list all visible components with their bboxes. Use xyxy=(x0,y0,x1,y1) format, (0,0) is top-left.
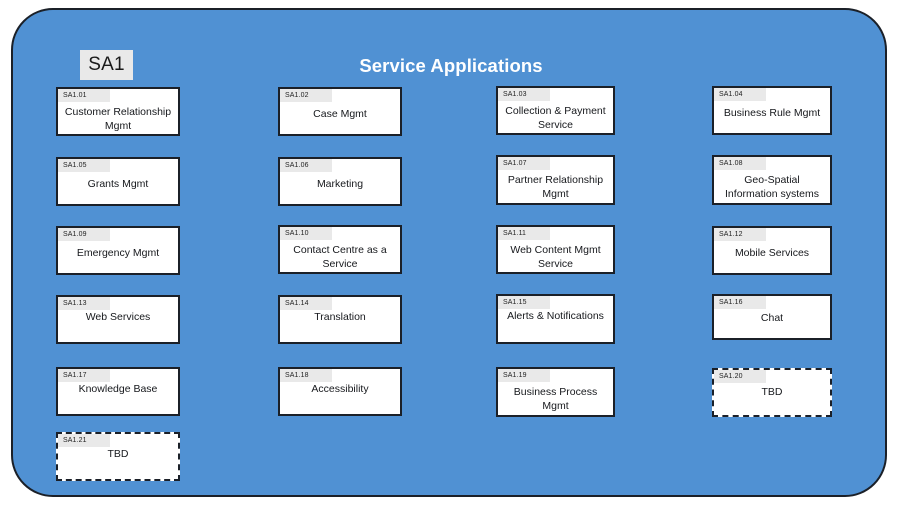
capability-card-tag: SA1.17 xyxy=(58,369,110,382)
capability-card-label: Emergency Mgmt xyxy=(76,247,160,259)
capability-card-tag: SA1.04 xyxy=(714,88,766,101)
capability-card-label: TBD xyxy=(761,386,783,398)
capability-card-tag: SA1.03 xyxy=(498,88,550,101)
capability-card-label: Knowledge Base xyxy=(78,383,158,395)
capability-card-label: Business Process Mgmt xyxy=(513,386,598,412)
sa1-group-chip: SA1 xyxy=(80,50,133,80)
capability-card-label: Partner Relationship Mgmt xyxy=(507,174,604,200)
capability-card-tag: SA1.21 xyxy=(58,434,110,447)
capability-card-label: Contact Centre as a Service xyxy=(293,244,387,270)
capability-card-tag: SA1.05 xyxy=(58,159,110,172)
capability-card-tag: SA1.09 xyxy=(58,228,110,241)
capability-card-label: Marketing xyxy=(316,178,364,190)
capability-card-label: Chat xyxy=(760,312,784,324)
capability-card-tag: SA1.10 xyxy=(280,227,332,240)
capability-card-label: TBD xyxy=(107,448,129,460)
capability-card-label: Geo-Spatial Information systems xyxy=(725,174,819,200)
capability-card-label: Translation xyxy=(314,311,366,323)
sa1-group-chip-label: SA1 xyxy=(88,54,125,75)
capability-card-label: Case Mgmt xyxy=(313,108,367,120)
capability-card-tag: SA1.16 xyxy=(714,296,766,309)
capability-card-tag: SA1.02 xyxy=(280,89,332,102)
capability-card-tag: SA1.19 xyxy=(498,369,550,382)
capability-card-label: Grants Mgmt xyxy=(87,178,149,190)
capability-card-tag: SA1.01 xyxy=(58,89,110,102)
capability-card-tag: SA1.18 xyxy=(280,369,332,382)
capability-card-tag: SA1.14 xyxy=(280,297,332,310)
capability-card-label: Mobile Services xyxy=(734,247,810,259)
capability-card-tag: SA1.11 xyxy=(498,227,550,240)
capability-card-tag: SA1.07 xyxy=(498,157,550,170)
capability-card-tag: SA1.13 xyxy=(58,297,110,310)
capability-card-tag: SA1.06 xyxy=(280,159,332,172)
capability-card-tag: SA1.12 xyxy=(714,228,766,241)
capability-card-label: Web Content Mgmt Service xyxy=(510,244,601,270)
capability-card-label: Collection & Payment Service xyxy=(505,105,606,131)
capability-card-tag: SA1.20 xyxy=(714,370,766,383)
capability-card-label: Accessibility xyxy=(311,383,369,395)
capability-card-label: Customer Relationship Mgmt xyxy=(64,106,172,132)
capability-card-label: Alerts & Notifications xyxy=(507,310,604,322)
capability-card-tag: SA1.15 xyxy=(498,296,550,309)
page-title: Service Applications xyxy=(359,55,543,76)
capability-card-tag: SA1.08 xyxy=(714,157,766,170)
capability-card-label: Business Rule Mgmt xyxy=(723,107,821,119)
capability-card-label: Web Services xyxy=(85,311,151,323)
